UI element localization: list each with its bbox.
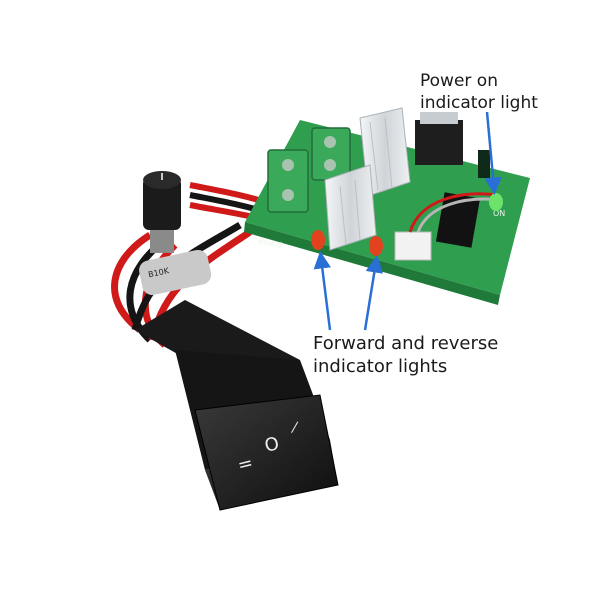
power-arrow [484,111,502,195]
potentiometer: B10K [139,171,212,296]
switch-symbol-right: — [284,417,305,437]
pot-marking: B10K [147,266,170,279]
reverse-arrow [363,255,383,331]
rocker-switch: = O — [135,300,339,511]
power-led [489,193,503,211]
switch-symbol-center: O [262,433,281,457]
annotation-arrows [313,111,502,331]
power-label-line2: indicator light [420,93,538,113]
heatsinks [324,107,411,251]
reverse-led [369,236,383,256]
forward-led [311,230,325,250]
screw-terminal-blocks [267,127,351,213]
forward-reverse-indicator-label: Forward and reverse indicator lights [313,332,498,378]
switch-symbol-left: = [236,452,256,476]
on-silkscreen: ON [493,209,505,218]
fr-label-line1: Forward and reverse [313,333,499,354]
power-label-line1: Power on [420,71,498,91]
fr-label-line2: indicator lights [313,356,448,377]
led-indicators [311,193,503,256]
power-indicator-label: Power on indicator light [420,70,538,114]
forward-arrow [313,251,332,331]
